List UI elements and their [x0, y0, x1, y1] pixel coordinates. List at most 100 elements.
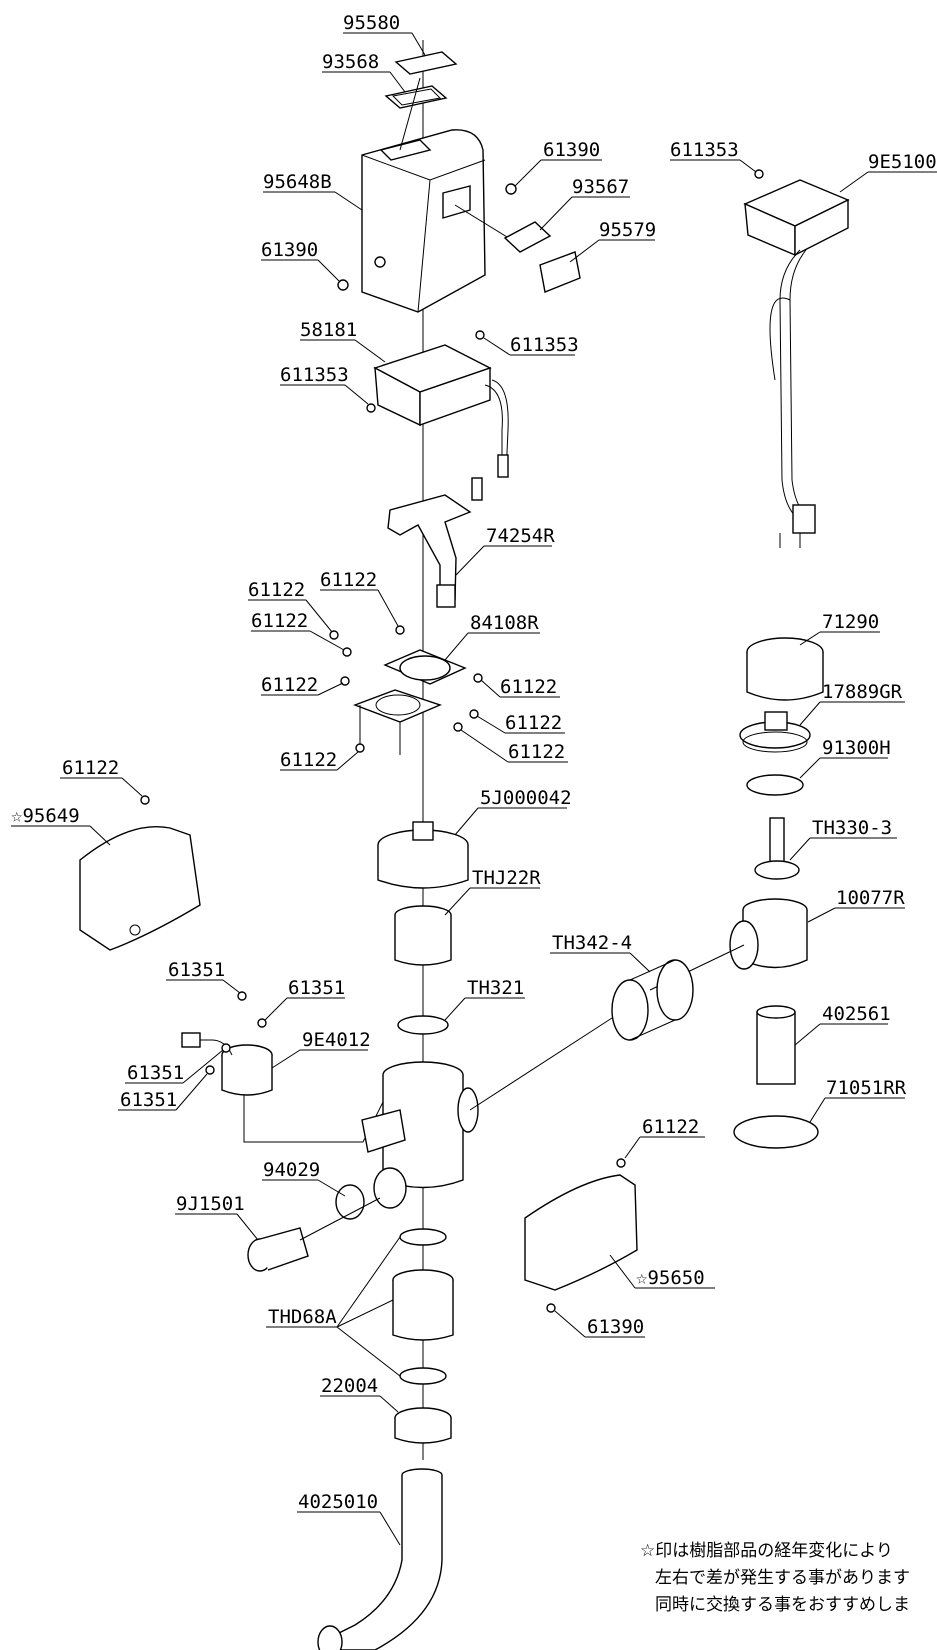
part-61390-screw-b	[337, 279, 349, 291]
callout-58181: 58181	[300, 319, 357, 341]
part-95649-side-cover	[79, 825, 201, 951]
part-61351-screw-a	[237, 991, 247, 1001]
part-THJ22R-cartridge	[394, 905, 452, 985]
callout-61122-b: 61122	[320, 569, 377, 591]
callout-61390-a: 61390	[261, 239, 318, 261]
callout-61351-d: 61351	[120, 1089, 177, 1111]
axis-body-union	[469, 1017, 613, 1111]
part-95579-plate	[539, 251, 581, 293]
callout-61122-c: 61122	[251, 610, 308, 632]
part-71051RR-escutcheon	[733, 1115, 819, 1149]
part-61122-screw-b	[395, 625, 405, 635]
part-61390-screw-c	[546, 1303, 556, 1313]
part-4025010-pipe	[317, 1468, 443, 1650]
part-10077R-elbow	[729, 898, 808, 970]
part-TH330-3-spindle	[754, 817, 800, 880]
callout-10077R: 10077R	[836, 887, 905, 909]
axis-strainer	[299, 1197, 381, 1241]
part-61122-screw-g	[453, 722, 463, 732]
callout-61122-h: 61122	[280, 749, 337, 771]
callout-61390-c: 61390	[587, 1316, 644, 1338]
part-84108R-frame	[353, 649, 467, 755]
note-line-2: 左右で差が発生する事があります	[655, 1568, 910, 1588]
valve-body	[361, 1061, 479, 1209]
callout-95579: 95579	[599, 219, 656, 241]
part-22004-nut	[394, 1407, 452, 1444]
callout-61390-b: 61390	[543, 139, 600, 161]
part-93568-gasket	[384, 85, 448, 109]
callout-61122-g: 61122	[508, 741, 565, 763]
callout-95580: 95580	[343, 12, 400, 34]
callout-TH321: TH321	[467, 977, 524, 999]
callout-9J1501: 9J1501	[176, 1193, 245, 1215]
part-611353-screw-c	[366, 403, 376, 413]
part-95580-plate	[394, 51, 458, 75]
part-611353-screw-a	[754, 169, 764, 179]
part-95650-side-cover	[524, 1174, 638, 1291]
part-9E5100-power-unit	[743, 179, 850, 548]
callout-61122-i: 61122	[62, 757, 119, 779]
callout-611353-c: 611353	[280, 364, 349, 386]
callout-95649: ☆95649	[11, 805, 80, 827]
part-93567-gasket	[503, 221, 552, 253]
callout-17889GR: 17889GR	[822, 681, 903, 703]
callout-611353-b: 611353	[510, 334, 579, 356]
callout-THJ22R: THJ22R	[472, 867, 541, 889]
callout-5J000042: 5J000042	[480, 787, 572, 809]
callout-61351-c: 61351	[127, 1062, 184, 1084]
axis-cover-top	[399, 77, 421, 151]
part-9E4012-solenoid	[181, 1032, 273, 1096]
part-74254R-bracket	[387, 494, 472, 608]
callout-61122-a: 61122	[248, 579, 305, 601]
part-THD68A-ring-bottom	[399, 1367, 447, 1385]
callout-labels: 95580 93568 95648B 61390 61390 93567 955…	[11, 12, 937, 1513]
part-5J000042-valve	[377, 821, 469, 889]
callout-THD68A: THD68A	[268, 1306, 337, 1328]
part-THD68A-body	[392, 1269, 454, 1341]
callout-71290: 71290	[822, 611, 879, 633]
part-61122-screw-j	[616, 1158, 626, 1168]
part-402561-nipple	[756, 1005, 796, 1085]
callout-95648B: 95648B	[263, 171, 332, 193]
part-61122-screw-f	[469, 709, 479, 719]
callout-61122-d: 61122	[261, 674, 318, 696]
part-71290-cap	[746, 637, 824, 701]
callout-9E4012: 9E4012	[302, 1029, 371, 1051]
callout-61122-j: 61122	[642, 1116, 699, 1138]
part-58181-controller	[373, 344, 509, 501]
note-line-3: 同時に交換する事をおすすめしま	[655, 1595, 910, 1615]
callout-22004: 22004	[321, 1375, 378, 1397]
callout-61122-f: 61122	[505, 712, 562, 734]
callout-4025010: 4025010	[298, 1491, 378, 1513]
callout-91300H: 91300H	[822, 737, 891, 759]
part-61351-screw-b	[257, 1018, 267, 1028]
part-9J1501-strainer	[247, 1227, 309, 1272]
part-611353-screw-b	[475, 330, 485, 340]
part-91300H-oring	[746, 774, 804, 796]
part-THD68A-ring-top	[399, 1228, 447, 1246]
callout-TH342-4: TH342-4	[552, 932, 632, 954]
resin-parts-note: ☆印は樹脂部品の経年変化により 左右で差が発生する事があります 同時に交換する事…	[640, 1541, 910, 1615]
callout-9E5100: 9E5100	[868, 151, 937, 173]
callout-TH330-3: TH330-3	[812, 817, 892, 839]
callout-61351-a: 61351	[168, 959, 225, 981]
callout-61351-b: 61351	[288, 977, 345, 999]
callout-93568: 93568	[322, 51, 379, 73]
axis-solenoid	[243, 1095, 386, 1143]
callout-611353-a: 611353	[670, 139, 739, 161]
part-61122-screw-i	[140, 795, 150, 805]
part-TH321-ring	[397, 1015, 449, 1035]
part-95648B-cover	[361, 129, 486, 313]
callout-402561: 402561	[822, 1003, 891, 1025]
part-61390-screw-a	[505, 183, 517, 195]
callout-61122-e: 61122	[500, 676, 557, 698]
callout-95650: ☆95650	[636, 1267, 705, 1289]
part-TH342-4-union	[611, 959, 694, 1041]
callout-84108R: 84108R	[470, 612, 539, 634]
note-line-1: ☆印は樹脂部品の経年変化により	[640, 1541, 893, 1561]
part-17889GR-piston	[739, 711, 811, 753]
callout-71051RR: 71051RR	[826, 1077, 907, 1099]
part-61351-screw-c	[221, 1043, 231, 1053]
callout-93567: 93567	[572, 176, 629, 198]
